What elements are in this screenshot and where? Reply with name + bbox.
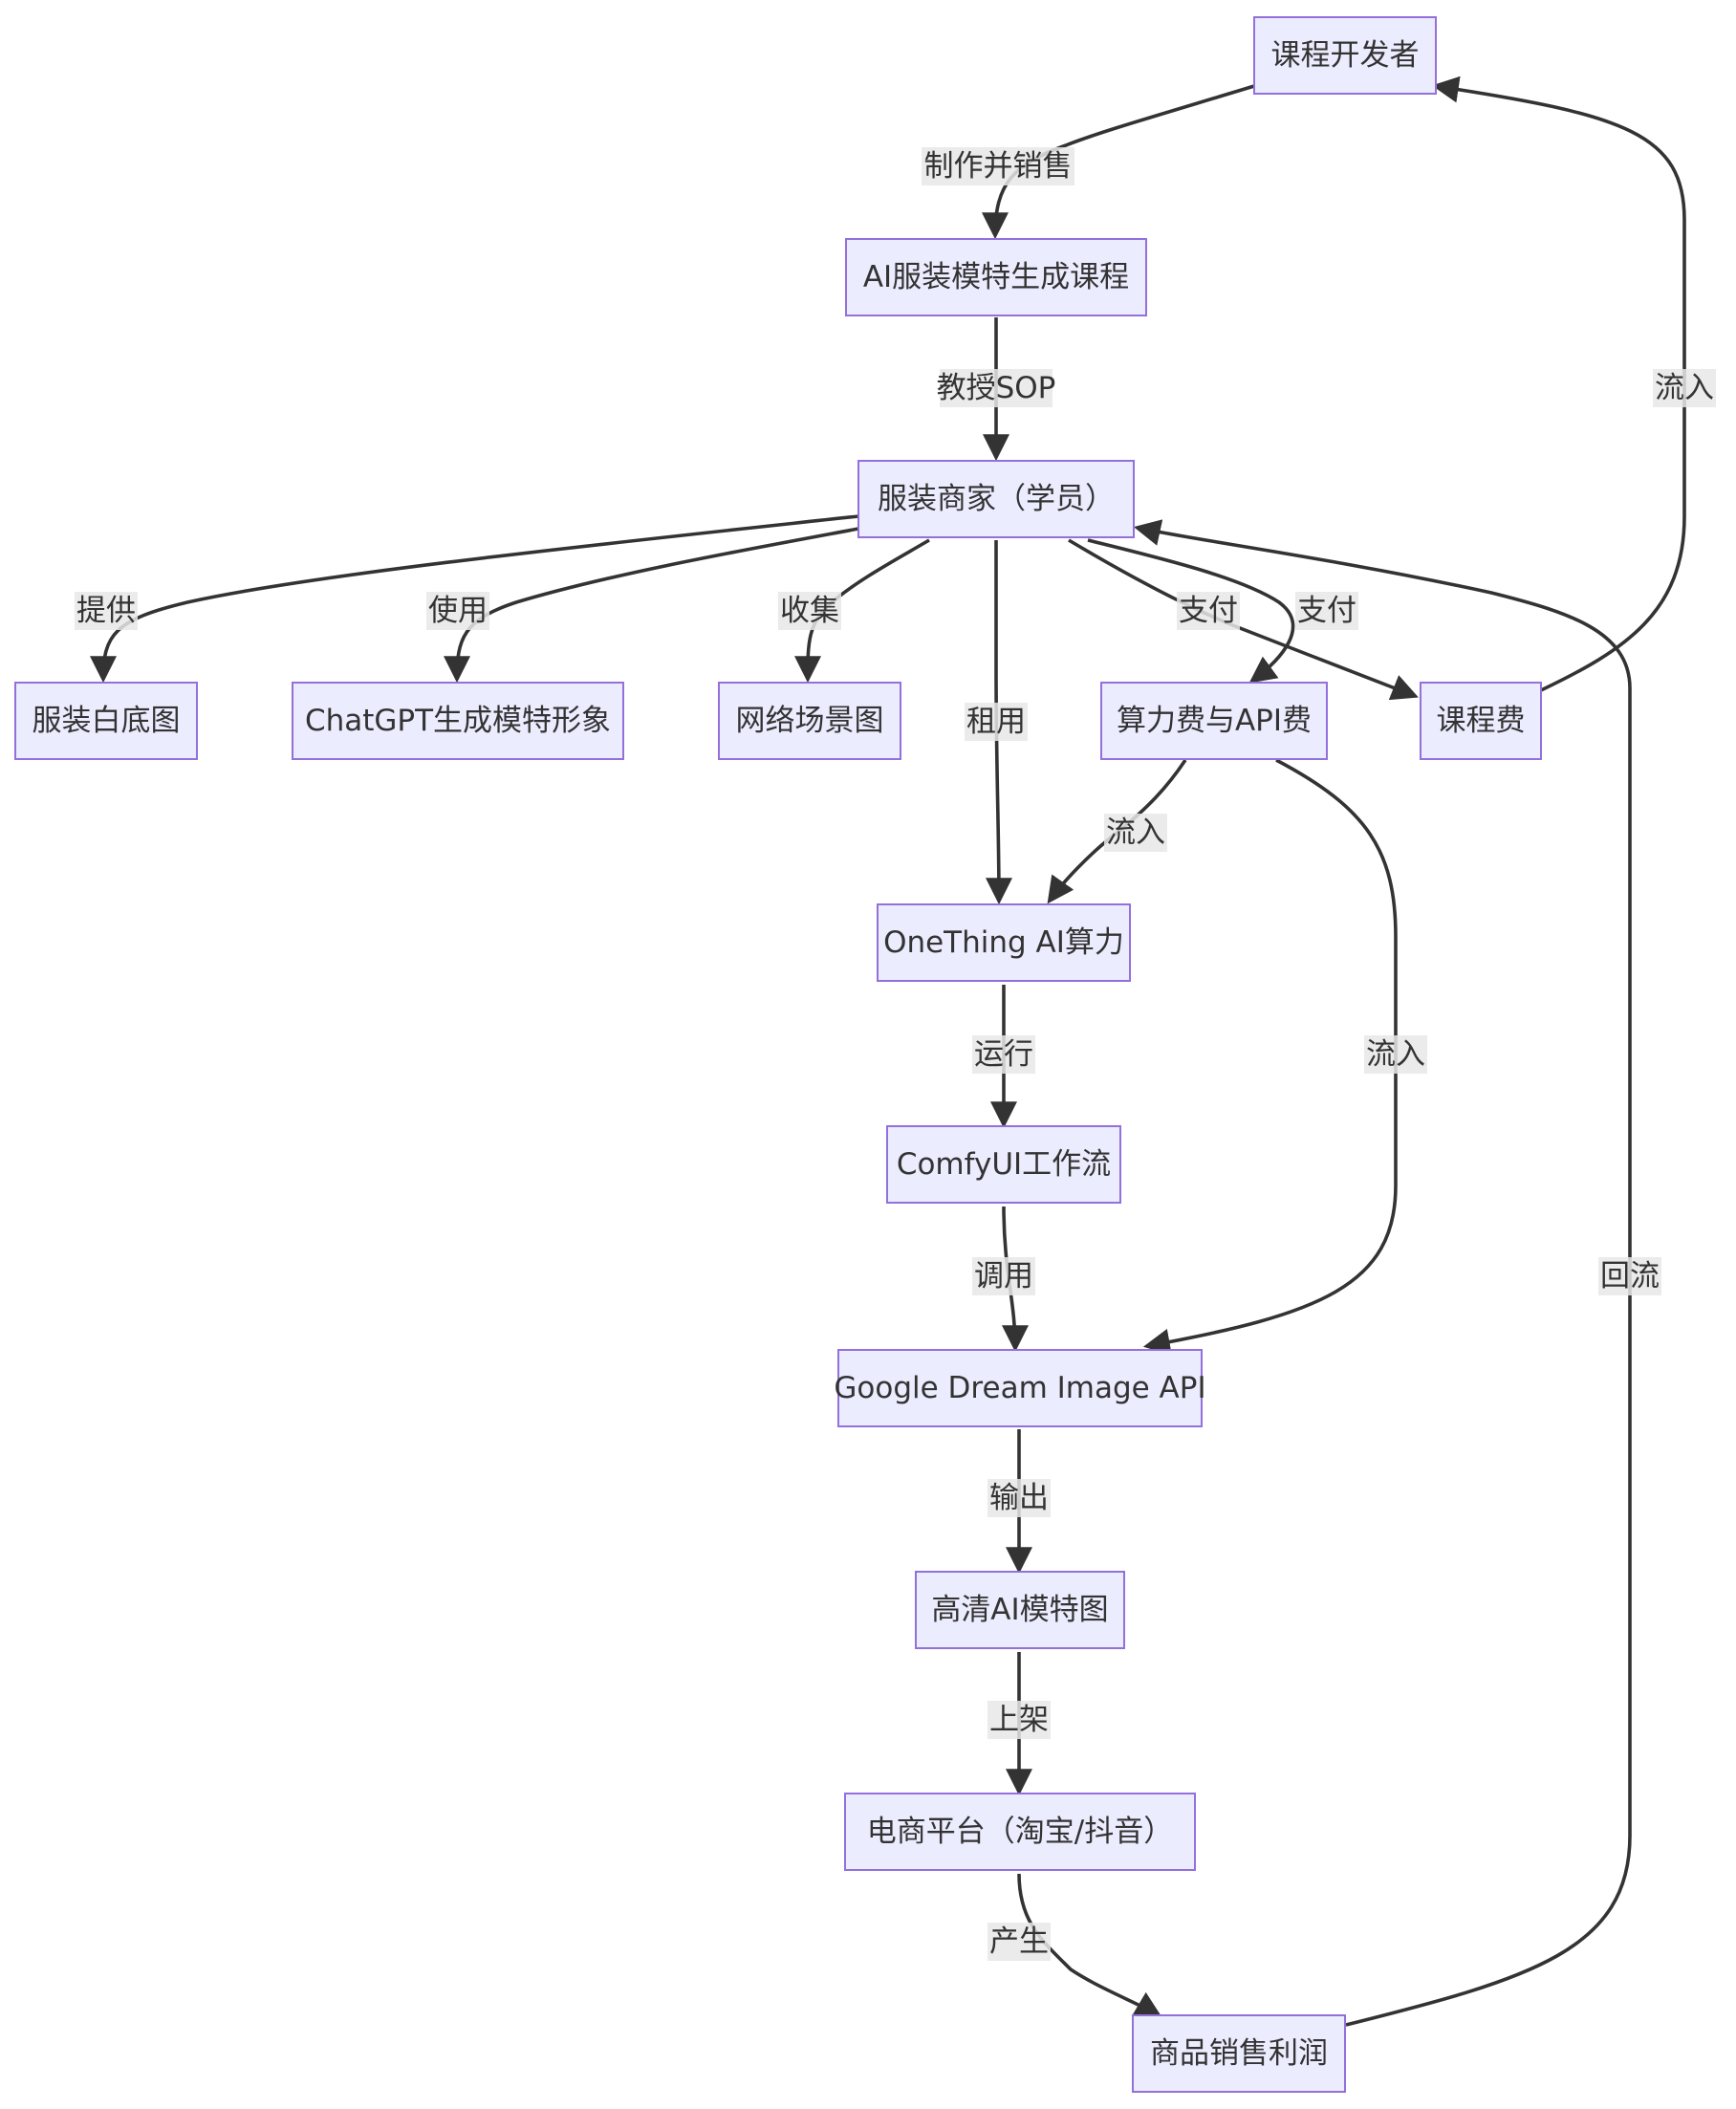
node-label: 服装商家（学员）	[878, 482, 1115, 516]
edge-label-text: 流入	[1655, 371, 1714, 405]
edge-label-text: 流入	[1366, 1037, 1425, 1072]
node-onething-compute[interactable]: OneThing AI算力	[877, 903, 1131, 982]
edge-label-merchant-tuition: 支付	[1177, 592, 1240, 630]
node-course-developer[interactable]: 课程开发者	[1253, 16, 1437, 95]
edge-label-merchant-fees: 支付	[1295, 592, 1358, 630]
node-label: AI服装模特生成课程	[863, 260, 1129, 294]
node-ai-course[interactable]: AI服装模特生成课程	[845, 238, 1147, 316]
edge-label-text: 租用	[966, 705, 1026, 739]
node-label: 网络场景图	[736, 704, 884, 738]
nodes: 课程开发者 AI服装模特生成课程 服装商家（学员） 服装白底图 ChatGPT生…	[14, 16, 1542, 2093]
node-label: Google Dream Image API	[834, 1371, 1205, 1405]
edge-label-gapi-hdimg: 输出	[987, 1479, 1051, 1517]
edge-fees-to-gapi	[1142, 758, 1398, 1356]
edge-label-text: 回流	[1600, 1259, 1660, 1294]
node-label: 商品销售利润	[1150, 2036, 1328, 2071]
edge-label-text: 制作并销售	[924, 149, 1073, 184]
edge-label-text: 支付	[1297, 594, 1356, 628]
edge-tuition-to-dev	[1431, 76, 1686, 692]
node-hd-model-image[interactable]: 高清AI模特图	[915, 1571, 1125, 1649]
node-label: 服装白底图	[33, 704, 181, 738]
edge-merchant-to-onething	[985, 540, 1012, 905]
edge-label-text: 流入	[1106, 815, 1165, 850]
node-label: 课程费	[1437, 704, 1526, 738]
edge-label-text: 使用	[428, 594, 488, 628]
edge-label-comfy-gapi: 调用	[972, 1257, 1035, 1295]
edges	[90, 76, 1686, 2027]
edge-merchant-to-fees	[1087, 538, 1295, 684]
edge-label-ecom-profit: 产生	[987, 1923, 1051, 1961]
node-comfyui-workflow[interactable]: ComfyUI工作流	[886, 1125, 1121, 1204]
edge-label-merchant-onething: 租用	[965, 703, 1028, 741]
node-course-fee[interactable]: 课程费	[1420, 682, 1542, 760]
edge-label-fees-gapi: 流入	[1364, 1035, 1427, 1074]
node-label: OneThing AI算力	[883, 925, 1124, 960]
edge-label-merchant-whitebg: 提供	[75, 592, 138, 630]
node-chatgpt-model[interactable]: ChatGPT生成模特形象	[292, 682, 624, 760]
node-sales-profit[interactable]: 商品销售利润	[1132, 2014, 1346, 2093]
edge-label-onething-comfy: 运行	[972, 1035, 1035, 1074]
edge-merchant-to-tuition	[1068, 538, 1419, 701]
edge-label-text: 运行	[974, 1037, 1033, 1072]
edge-label-hdimg-ecom: 上架	[987, 1701, 1051, 1739]
node-ecommerce-platform[interactable]: 电商平台（淘宝/抖音）	[844, 1793, 1196, 1871]
edge-label-tuition-dev: 流入	[1653, 369, 1716, 407]
edge-label-dev-course: 制作并销售	[922, 147, 1074, 185]
edge-label-text: 教授SOP	[937, 371, 1056, 405]
edge-label-text: 输出	[989, 1481, 1049, 1515]
edge-label-text: 支付	[1179, 594, 1238, 628]
edge-dev-to-course	[982, 84, 1255, 240]
edge-merchant-to-whitebg	[90, 514, 859, 684]
edge-label-text: 提供	[76, 594, 136, 628]
edge-label-text: 上架	[989, 1703, 1049, 1737]
edge-ecom-to-profit	[1017, 1873, 1162, 2018]
edge-label-course-merchant: 教授SOP	[937, 369, 1056, 407]
node-google-dream-api[interactable]: Google Dream Image API	[834, 1349, 1206, 1427]
edge-label-merchant-chatgpt: 使用	[426, 592, 489, 630]
edge-labels: 制作并销售 教授SOP 提供 使用 收集 租用 支付 支付	[75, 147, 1716, 1961]
node-label: ChatGPT生成模特形象	[305, 704, 611, 738]
node-label: 算力费与API费	[1117, 704, 1312, 738]
edge-label-merchant-scene: 收集	[778, 592, 841, 630]
node-compute-api-fees[interactable]: 算力费与API费	[1100, 682, 1328, 760]
edge-label-text: 调用	[974, 1259, 1033, 1294]
node-label: ComfyUI工作流	[897, 1147, 1111, 1182]
node-scene-image[interactable]: 网络场景图	[718, 682, 901, 760]
edge-label-text: 收集	[780, 594, 839, 628]
edge-profit-to-merchant	[1133, 519, 1632, 2027]
node-merchant[interactable]: 服装商家（学员）	[857, 460, 1135, 538]
edge-merchant-to-chatgpt	[444, 527, 859, 684]
node-white-background-image[interactable]: 服装白底图	[14, 682, 198, 760]
node-label: 高清AI模特图	[931, 1593, 1108, 1627]
edge-label-fees-onething: 流入	[1104, 814, 1167, 852]
edge-label-profit-merchant: 回流	[1598, 1257, 1661, 1295]
edge-label-text: 产生	[989, 1924, 1049, 1959]
node-label: 电商平台（淘宝/抖音）	[867, 1815, 1173, 1849]
node-label: 课程开发者	[1271, 38, 1420, 73]
